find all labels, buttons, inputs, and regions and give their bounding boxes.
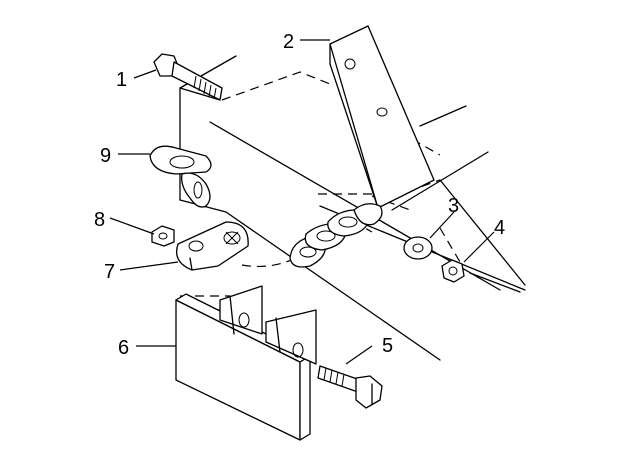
callout-1: 1 xyxy=(116,69,127,91)
mounting-plate xyxy=(329,25,467,209)
bumper-pad xyxy=(175,285,317,441)
callout-3: 3 xyxy=(448,195,459,217)
callout-7: 7 xyxy=(104,261,115,283)
bolt-lower xyxy=(317,365,383,409)
callout-6: 6 xyxy=(118,337,129,359)
callout-8: 8 xyxy=(94,209,105,231)
chain-bracket xyxy=(175,221,249,271)
chain-upper xyxy=(149,145,212,208)
callout-5: 5 xyxy=(382,335,393,357)
callout-4: 4 xyxy=(494,217,505,239)
hidden-lines xyxy=(180,71,461,311)
chain-middle xyxy=(289,203,383,268)
nut-right xyxy=(441,259,465,283)
callout-labels: 1 2 3 4 5 6 7 8 9 xyxy=(94,31,505,359)
leader-lines xyxy=(109,39,495,365)
washer xyxy=(403,236,433,260)
callout-9: 9 xyxy=(100,145,111,167)
nut-left xyxy=(151,225,175,247)
callout-2: 2 xyxy=(283,31,294,53)
bolt-upper xyxy=(153,53,223,101)
